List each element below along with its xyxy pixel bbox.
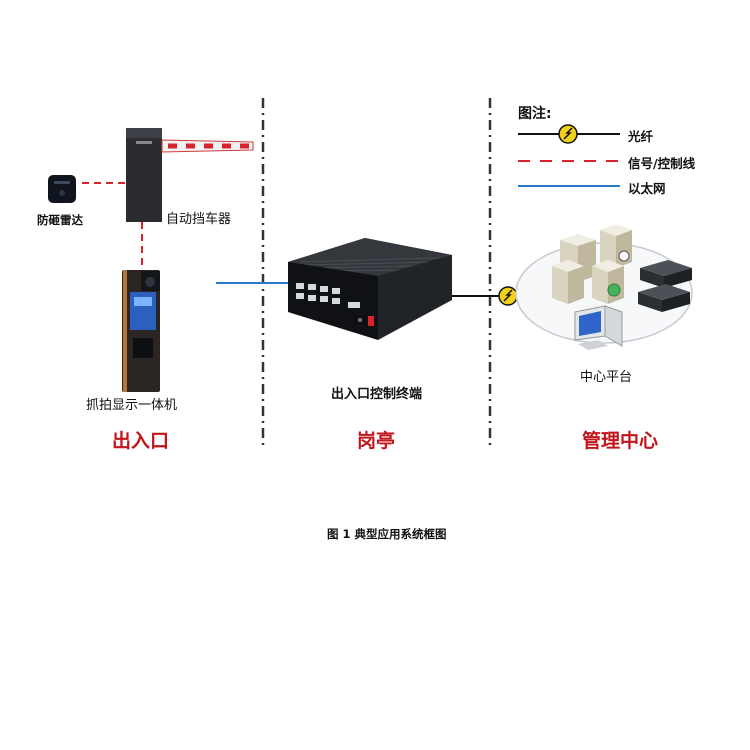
legend-fiber-label: 光纤 xyxy=(628,129,654,144)
capture-label: 抓拍显示一体机 xyxy=(86,398,178,413)
capture-display-icon xyxy=(122,270,160,392)
figure-caption: 图 1 典型应用系统框图 xyxy=(327,527,447,541)
barrier-gate-icon xyxy=(126,128,254,222)
terminal-label: 出入口控制终端 xyxy=(331,387,423,402)
center-platform-icon xyxy=(515,224,693,350)
control-terminal-icon xyxy=(288,238,452,340)
radar-label: 防砸雷达 xyxy=(37,213,83,227)
fiber-icon xyxy=(498,286,518,306)
center-label: 中心平台 xyxy=(580,370,633,385)
radar-icon xyxy=(48,175,76,203)
legend-fiber-icon xyxy=(558,124,578,144)
zone-management-center: 管理中心 xyxy=(582,430,659,452)
zone-guard-booth: 岗亭 xyxy=(357,430,396,452)
legend-title: 图注: xyxy=(518,106,552,122)
zone-entrance: 出入口 xyxy=(112,430,170,452)
legend-ethernet-label: 以太网 xyxy=(628,181,666,196)
legend-signal-label: 信号/控制线 xyxy=(628,156,696,171)
barrier-label: 自动挡车器 xyxy=(166,212,232,227)
